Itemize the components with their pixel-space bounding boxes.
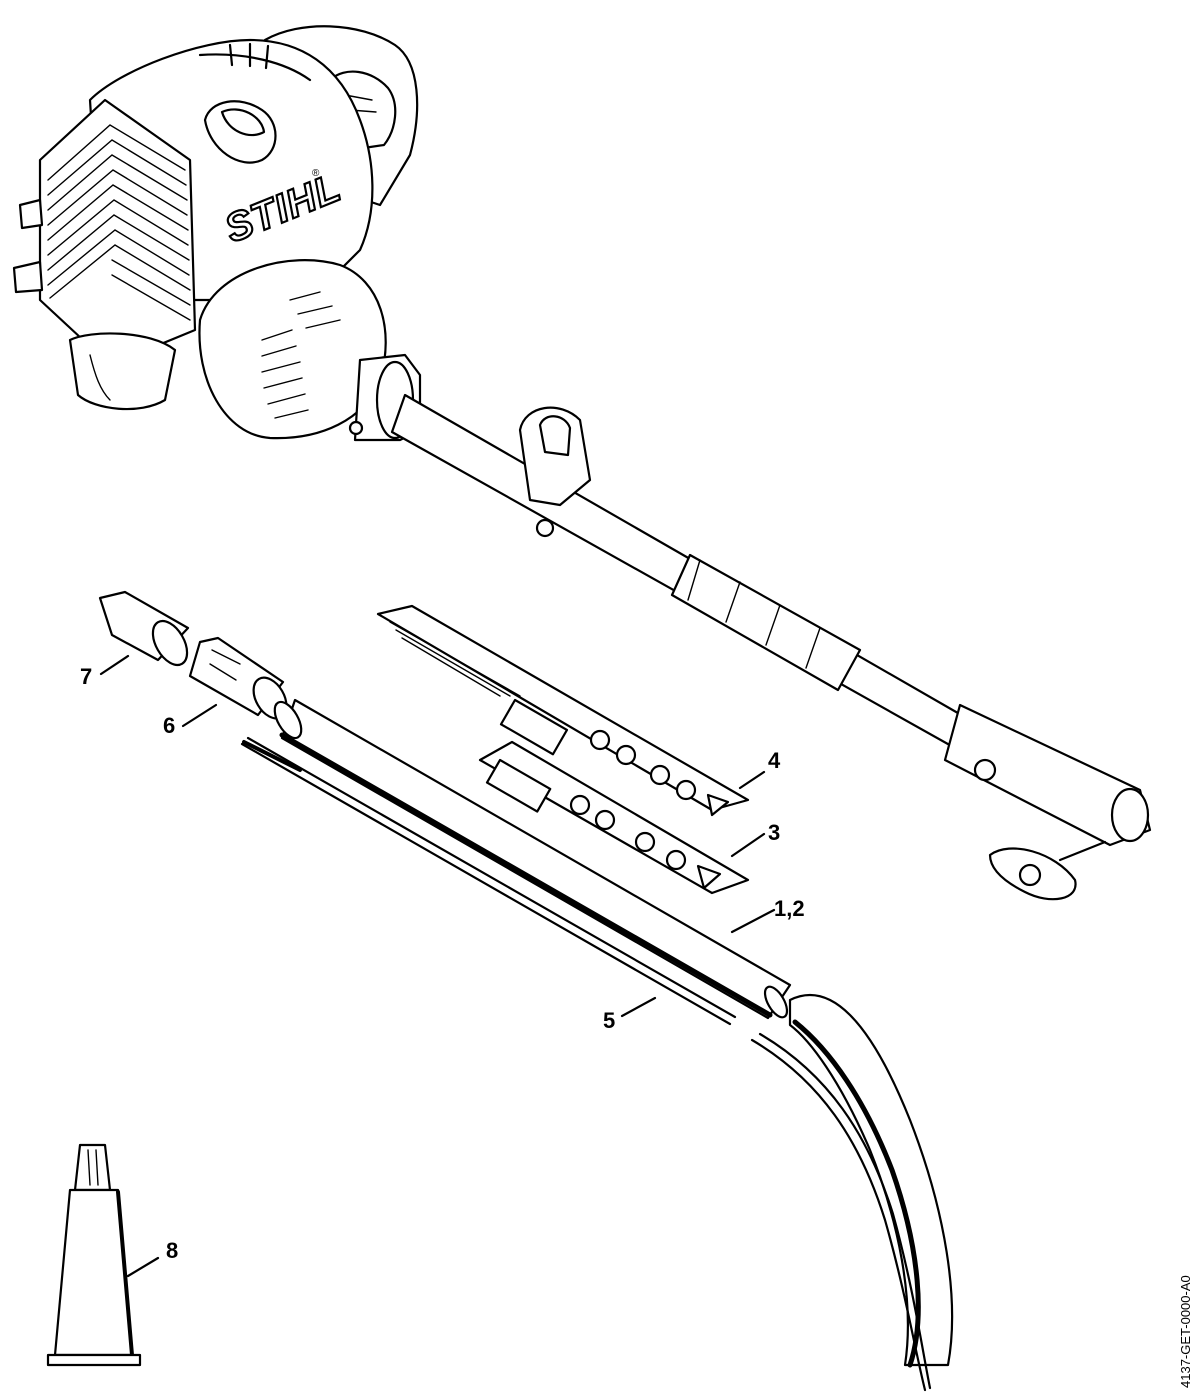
callout-lines [99,654,776,1278]
decal-3 [478,740,750,895]
callout-8: 8 [166,1238,178,1263]
drive-shaft-assembly [390,393,1152,901]
registered-mark: ® [312,168,320,179]
part-8-grease-tube [46,1143,142,1367]
callout-4: 4 [768,748,781,773]
callout-3: 3 [768,820,780,845]
callout-1-2: 1,2 [774,896,805,921]
part-5-flexible-shaft [240,736,932,1392]
callout-6: 6 [163,713,175,738]
document-id: 4137-GET-0000-A0 [1178,1275,1193,1388]
engine-powerhead: STIHL ® [12,25,422,442]
decal-4 [376,604,750,817]
callout-5: 5 [603,1008,615,1033]
callout-7: 7 [80,664,92,689]
part-1-2-drive-tube [273,698,954,1368]
part-7-bushing [98,590,190,667]
